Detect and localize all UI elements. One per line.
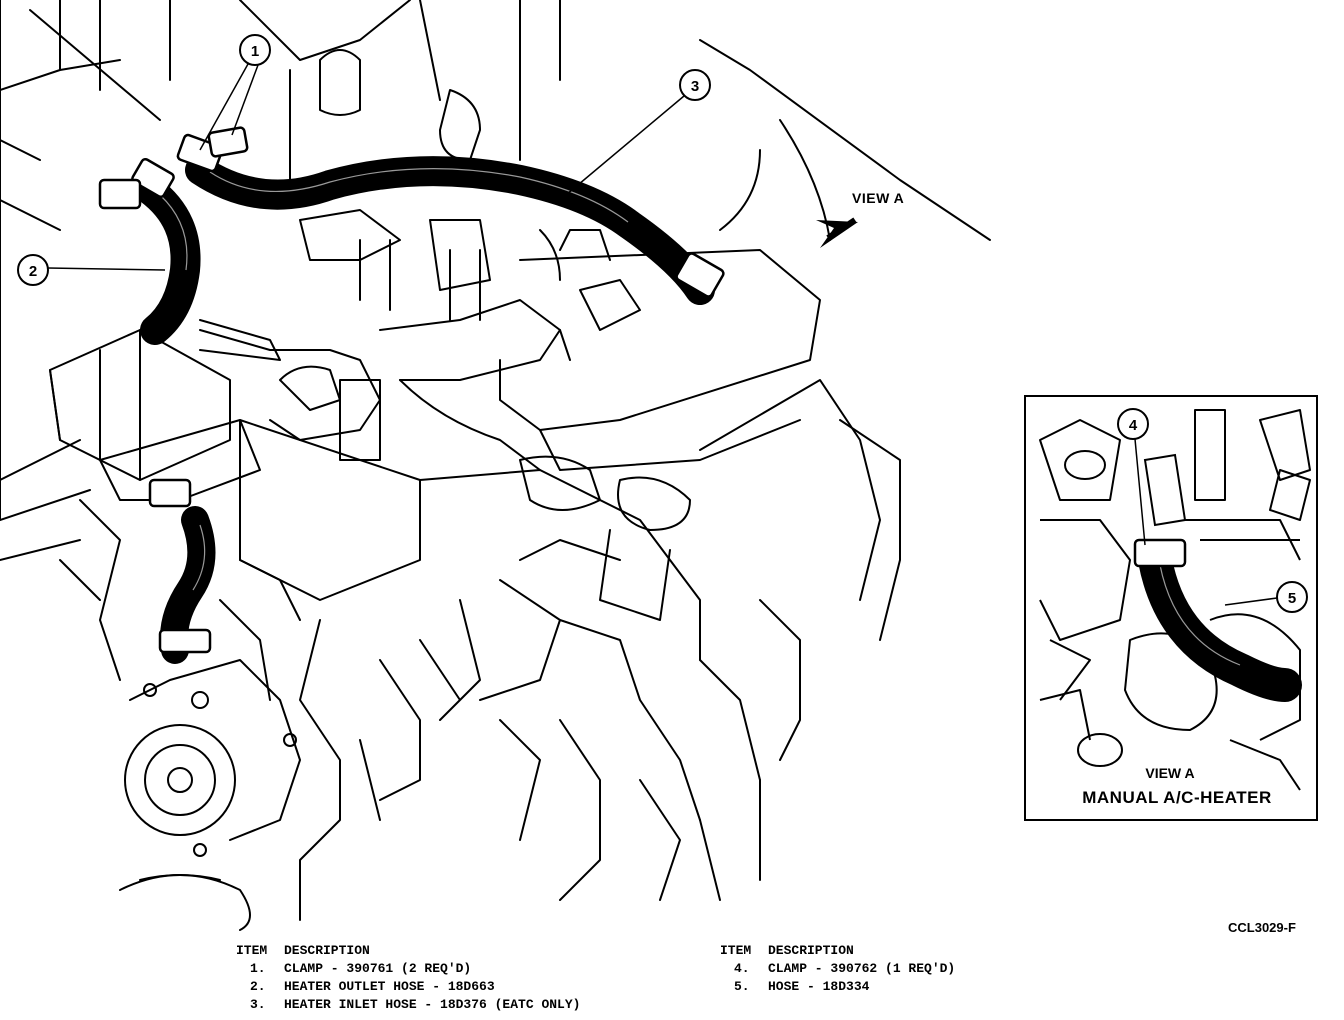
heater-inlet-hose (185, 155, 715, 305)
inset-title: MANUAL A/C-HEATER (1082, 788, 1272, 807)
engine-line-art (0, 0, 991, 931)
legend-row: 3. HEATER INLET HOSE - 18D376 (EATC ONLY… (250, 997, 581, 1012)
callout-5: 5 (1224, 581, 1308, 613)
svg-text:4: 4 (1129, 417, 1138, 434)
svg-text:2: 2 (29, 263, 37, 280)
legend-left: ITEM DESCRIPTION 1. CLAMP - 390761 (2 RE… (236, 942, 580, 1014)
legend-row: 2. HEATER OUTLET HOSE - 18D663 (250, 979, 495, 994)
legend-row: 4. CLAMP - 390762 (1 REQ'D) (734, 961, 956, 976)
hose-clamps (98, 126, 725, 654)
legend-header-description: DESCRIPTION (284, 943, 370, 958)
legend-row: 1. CLAMP - 390761 (2 REQ'D) (250, 961, 472, 976)
legend-row: 5. HOSE - 18D334 (734, 979, 870, 994)
callout-4: 4 (1117, 408, 1149, 546)
legend-right: ITEM DESCRIPTION 4. CLAMP - 390762 (1 RE… (720, 942, 955, 996)
inset-view-a: 4 5 VIEW A MANUAL A/C-HEATER (1024, 395, 1318, 821)
svg-text:5: 5 (1288, 590, 1296, 607)
legend-header-description: DESCRIPTION (768, 943, 854, 958)
inset-view-label: VIEW A (1145, 765, 1194, 781)
hose-18d334 (1138, 543, 1302, 702)
figure-code: CCL3029-F (1228, 920, 1296, 935)
callout-3: 3 (559, 69, 711, 201)
view-a-indicator: VIEW A (816, 190, 904, 248)
legend-header-item: ITEM (720, 943, 752, 958)
heater-hoses (135, 155, 715, 664)
legend-header-item: ITEM (236, 943, 268, 958)
heater-outlet-hose (135, 175, 201, 345)
callout-1: 1 (199, 34, 271, 151)
svg-text:3: 3 (691, 78, 699, 95)
svg-text:1: 1 (251, 43, 259, 60)
callout-2: 2 (17, 254, 166, 286)
svg-text:VIEW A: VIEW A (852, 190, 904, 206)
